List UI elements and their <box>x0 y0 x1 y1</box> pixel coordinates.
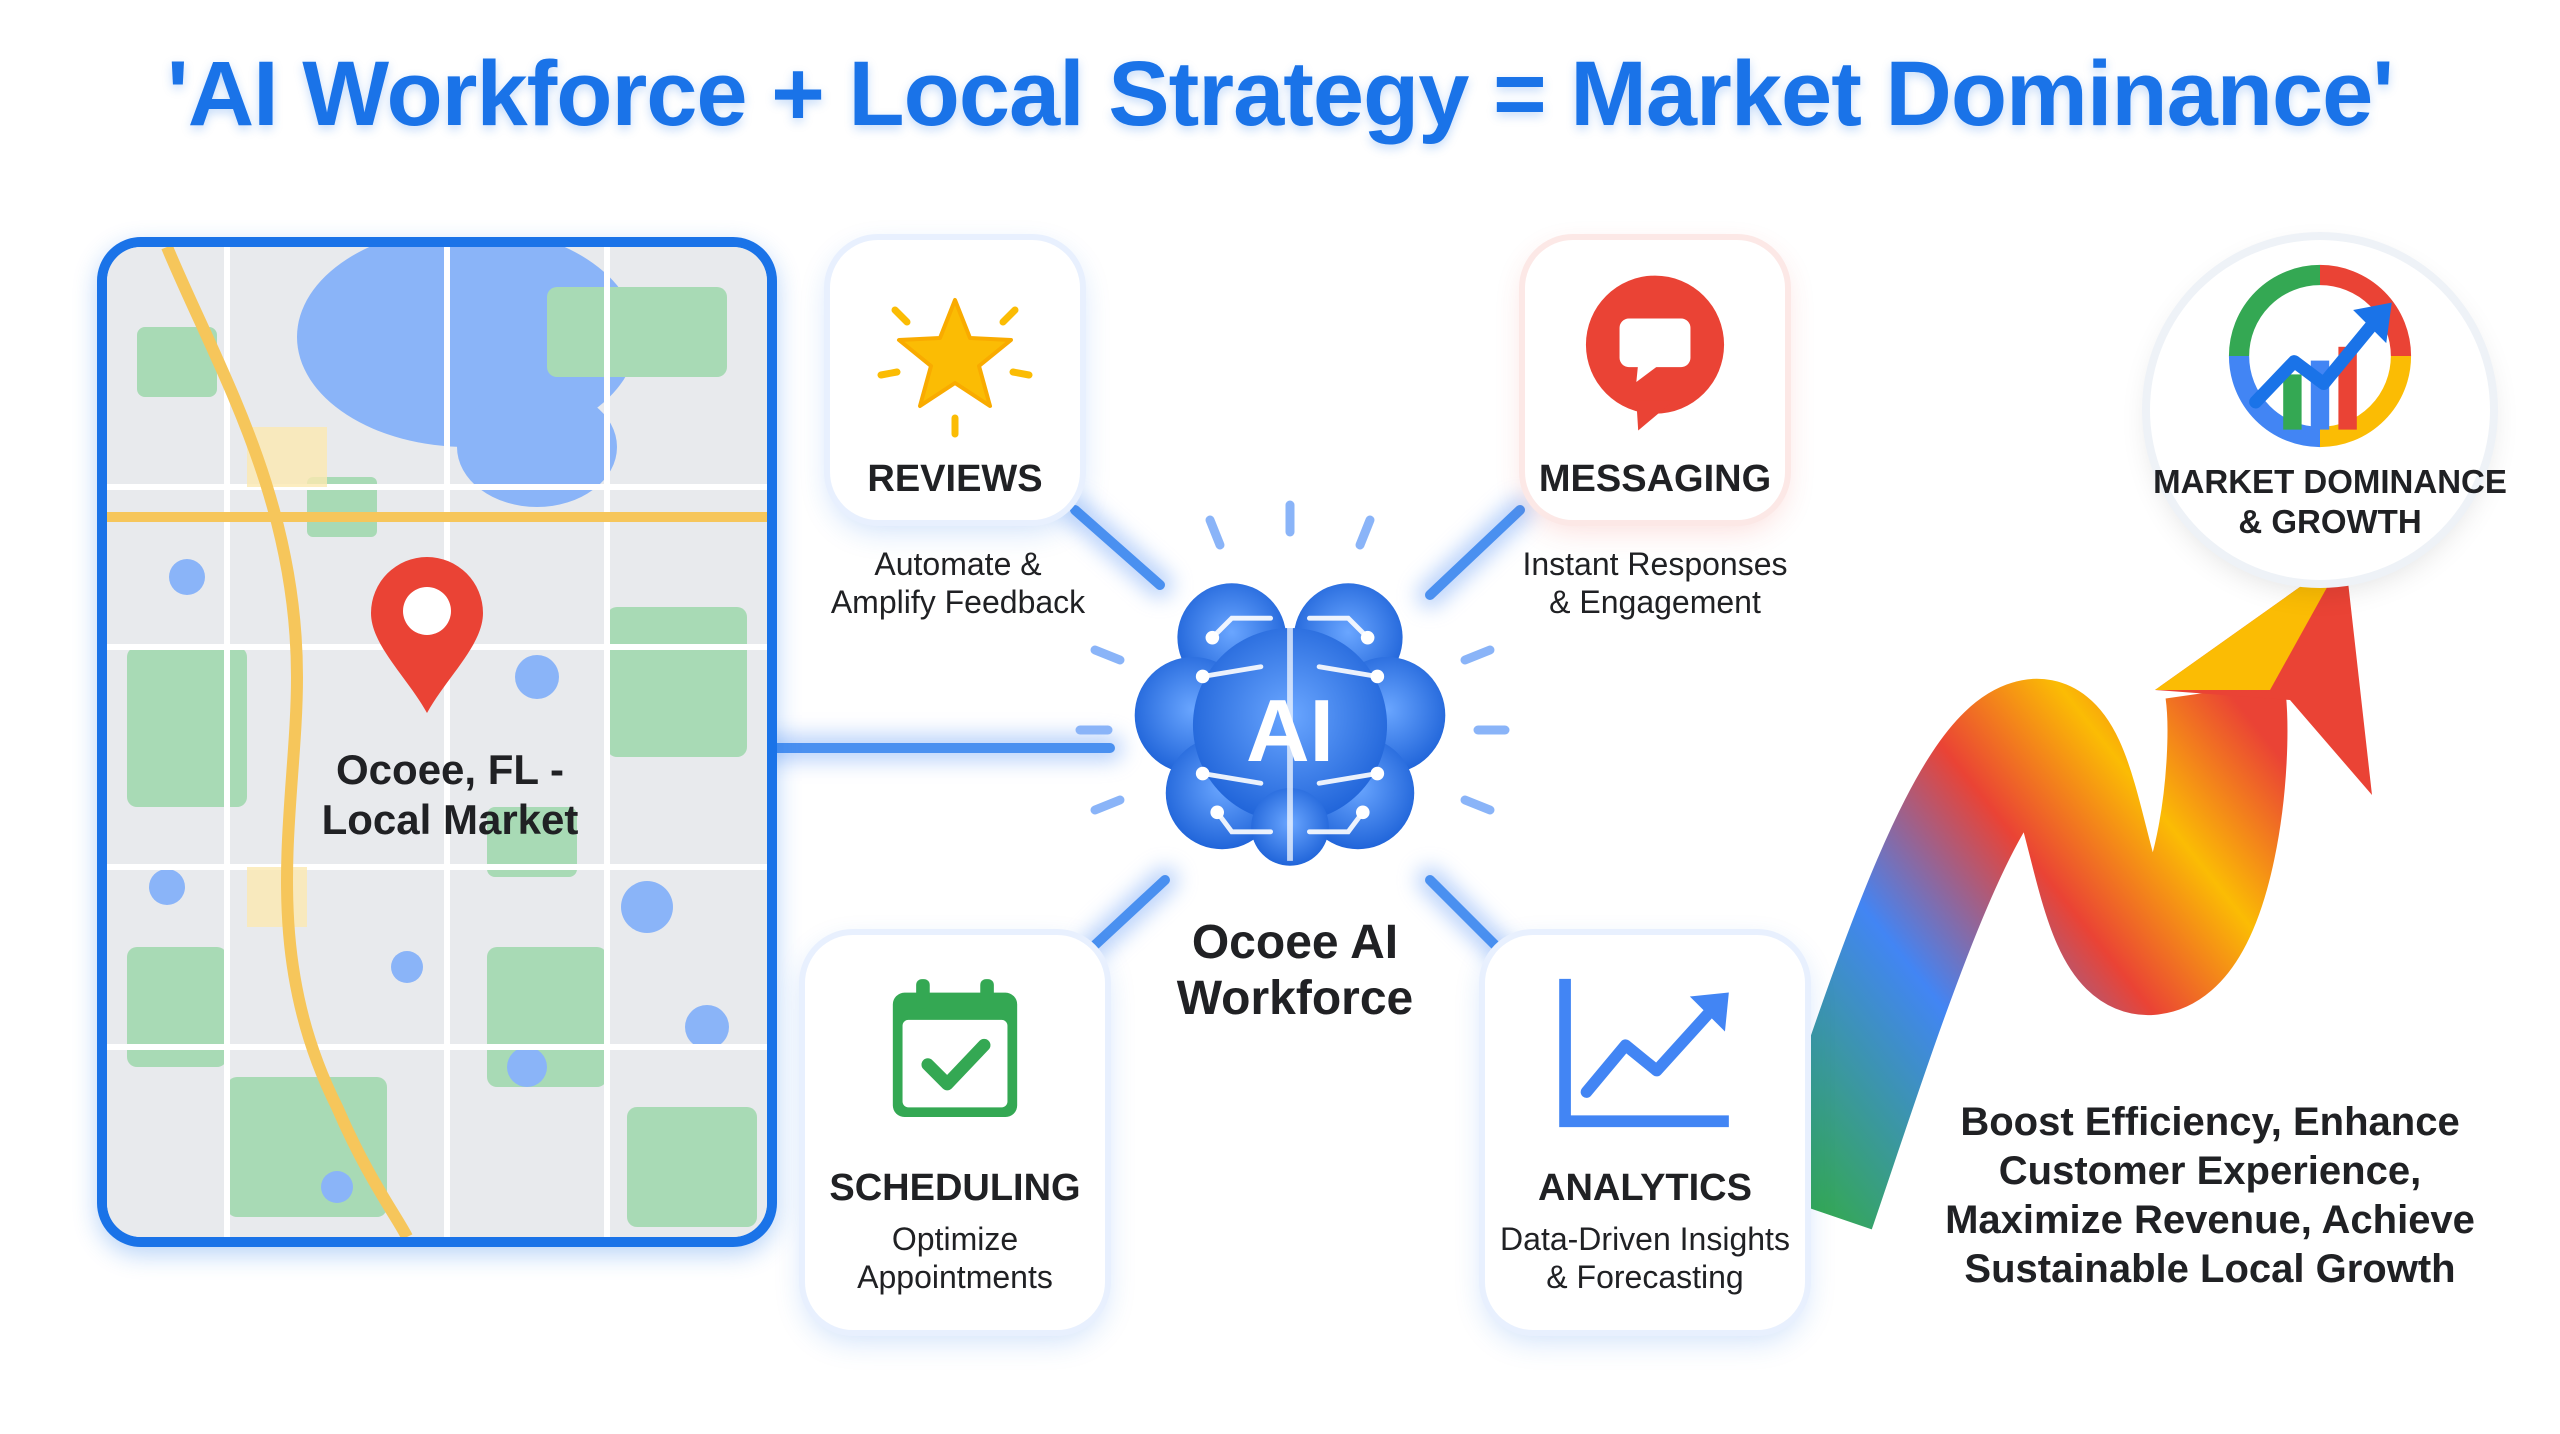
reviews-subtitle: Automate & Amplify Feedback <box>778 545 1138 621</box>
messaging-title: MESSAGING <box>1538 458 1772 500</box>
chat-bubble-icon <box>1585 275 1725 431</box>
analytics-subtitle: Data-Driven Insights & Forecasting <box>1465 1220 1825 1296</box>
messaging-subtitle: Instant Responses & Engagement <box>1475 545 1835 621</box>
analytics-card: ANALYTICS Data-Driven Insights & Forecas… <box>1485 935 1805 1330</box>
scheduling-title: SCHEDULING <box>829 1167 1081 1209</box>
dominance-line-2: & GROWTH <box>2238 503 2422 540</box>
market-dominance-badge <box>2150 240 2490 580</box>
reviews-sub-line-2: Amplify Feedback <box>830 584 1086 620</box>
connector-lines <box>752 497 1533 963</box>
messaging-card: MESSAGING <box>1525 240 1785 520</box>
map-pin-icon <box>371 557 483 713</box>
benefits-tagline: Boost Efficiency, Enhance Customer Exper… <box>1900 1098 2520 1294</box>
tagline-line-4: Sustainable Local Growth <box>1964 1247 2456 1291</box>
growth-chart-icon <box>2228 264 2412 448</box>
ai-name-line-1: Ocoee AI <box>1191 916 1399 969</box>
tagline-line-1: Boost Efficiency, Enhance <box>1960 1100 2460 1144</box>
reviews-title: REVIEWS <box>867 458 1043 500</box>
ai-label: AI <box>1246 681 1334 780</box>
map-illustration <box>107 247 767 1237</box>
reviews-card: REVIEWS <box>830 240 1080 520</box>
growth-arrow <box>1758 555 2372 1230</box>
analytics-sub-line-1: Data-Driven Insights <box>1500 1221 1790 1257</box>
map-label-line-2: Local Market <box>321 796 579 843</box>
messaging-sub-line-1: Instant Responses <box>1522 546 1788 582</box>
ai-name-line-2: Workforce <box>1176 972 1414 1025</box>
star-icon <box>877 298 1033 438</box>
analytics-title: ANALYTICS <box>1538 1167 1752 1209</box>
brain-circuit-icon <box>1134 583 1446 866</box>
local-market-label: Ocoee, FL - Local Market <box>300 745 600 845</box>
messaging-sub-line-2: & Engagement <box>1549 584 1761 620</box>
calendar-check-icon <box>892 979 1018 1118</box>
ai-workforce-label: Ocoee AI Workforce <box>1130 915 1460 1027</box>
tagline-line-3: Maximize Revenue, Achieve <box>1945 1198 2475 1242</box>
tagline-line-2: Customer Experience, <box>1998 1149 2422 1193</box>
reviews-sub-line-1: Automate & <box>874 546 1042 582</box>
brain-rays <box>1075 500 1510 815</box>
market-dominance-label: MARKET DOMINANCE & GROWTH <box>2130 462 2530 542</box>
line-chart-icon <box>1559 978 1729 1128</box>
scheduling-card: SCHEDULING Optimize Appointments <box>805 935 1105 1330</box>
page-title: 'AI Workforce + Local Strategy = Market … <box>166 43 2394 145</box>
map-label-line-1: Ocoee, FL - <box>336 746 564 793</box>
scheduling-sub-line-1: Optimize <box>891 1221 1019 1257</box>
dominance-line-1: MARKET DOMINANCE <box>2153 463 2507 500</box>
analytics-sub-line-2: & Forecasting <box>1546 1259 1744 1295</box>
scheduling-sub-line-2: Appointments <box>857 1259 1053 1295</box>
local-market-map <box>97 237 777 1247</box>
scheduling-subtitle: Optimize Appointments <box>775 1220 1135 1296</box>
